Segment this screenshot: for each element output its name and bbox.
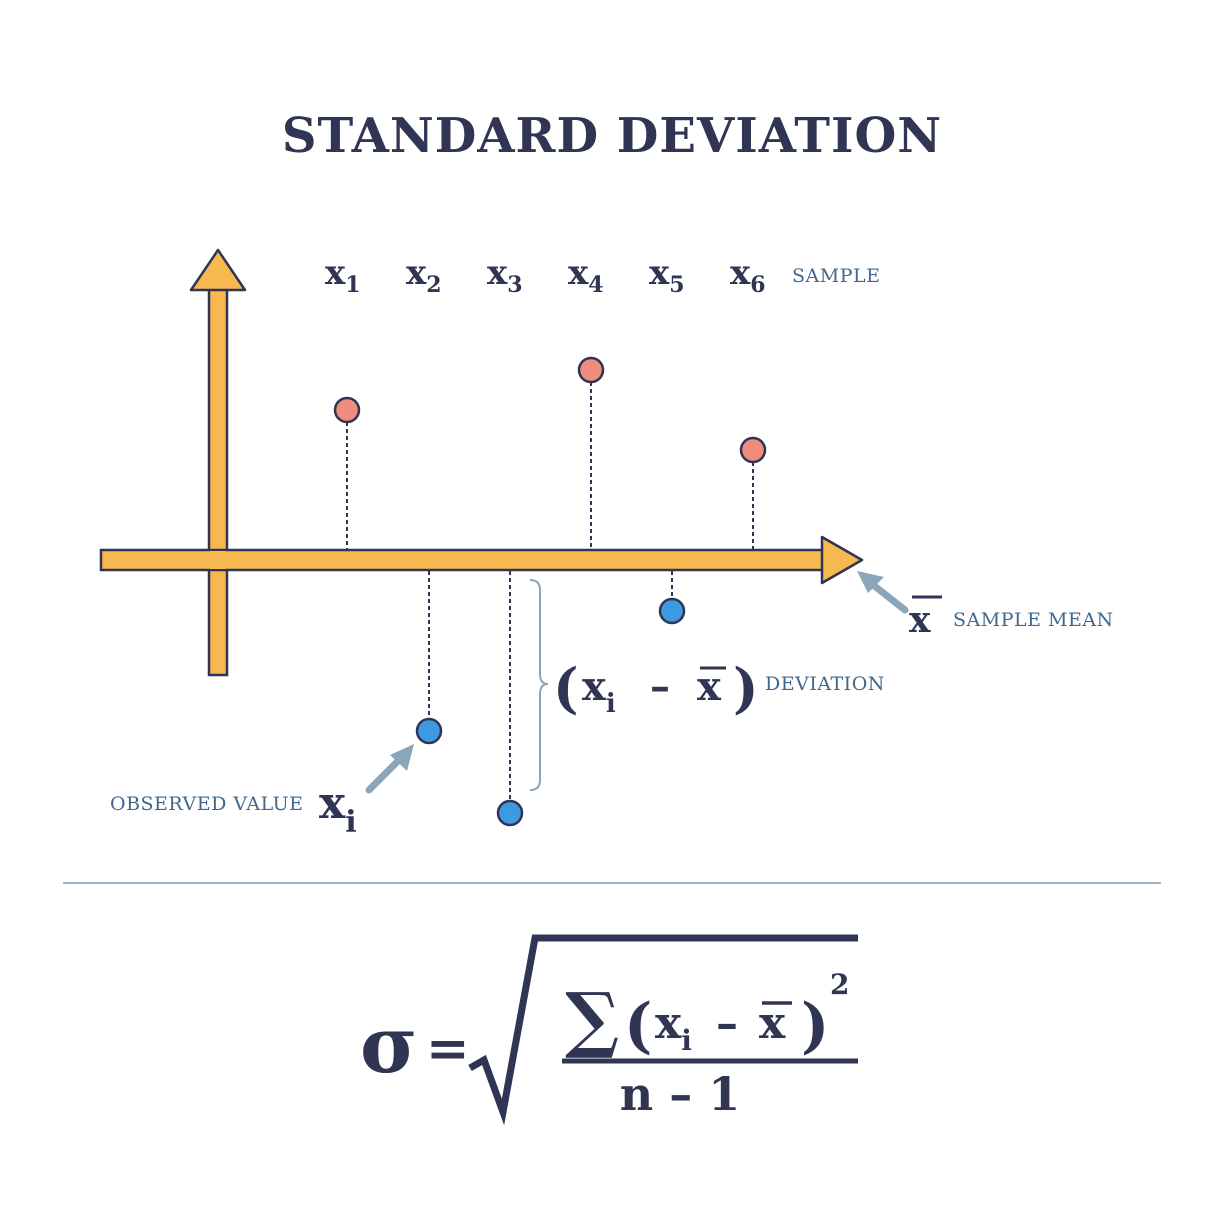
deviation-minus: – [650,663,670,710]
deviation-xi-index: i [606,689,616,719]
formula-exponent: 2 [830,968,849,1001]
observed-xi-index: i [345,805,356,840]
sample-var-6: x6 [730,253,766,298]
page-title: STANDARD DEVIATION [282,108,942,164]
observed-xi: xi [319,778,357,840]
deviation-open-paren: ( [553,656,579,720]
sample-var-3-index: 3 [507,272,522,298]
sample-var-4: x4 [568,253,604,298]
formula-xi-index: i [681,1024,692,1057]
formula-sigma: σ [360,1000,418,1091]
sample-var-1: x1 [325,253,361,298]
observed-value-annotation: OBSERVED VALUE xi [110,744,414,840]
formula-xi: xi [655,998,692,1057]
deviation-label: DEVIATION [765,673,885,695]
formula-radical [468,934,858,1126]
mean-pointer-arrow [868,580,909,614]
observed-pointer-arrowhead [390,744,414,771]
sample-var-2: x2 [406,253,442,298]
sample-mean-label: SAMPLE MEAN [953,609,1114,631]
sample-mean-annotation: x SAMPLE MEAN [857,571,1114,641]
y-axis-arrow [189,248,247,677]
mean-pointer-arrowhead [857,571,884,593]
point-x3 [496,799,524,827]
sample-var-3: x3 [487,253,523,298]
deviation-mean-symbol: x [697,663,722,710]
sample-label: SAMPLE [792,265,880,287]
sample-variables: x1 x2 x3 x4 x5 x6 SAMPLE [325,253,880,298]
formula-minus: – [716,998,738,1049]
sample-var-1-index: 1 [345,272,360,298]
deviation-close-paren: ) [733,656,759,720]
formula-equals: = [426,1018,470,1079]
sample-var-2-index: 2 [426,272,441,298]
point-x4 [577,356,605,384]
point-x6 [739,436,767,464]
formula-denominator: n – 1 [620,1067,740,1121]
point-x2 [415,717,443,745]
formula-mean-symbol: x [759,998,786,1049]
mean-symbol: x [909,599,931,641]
deviation-expression: ( xi – x ) DEVIATION [553,656,885,720]
deviation-bracket [529,579,549,791]
formula-sum: ∑ [565,976,619,1061]
standard-deviation-formula: σ = ∑ ( xi – x ) 2 n – 1 [360,934,858,1126]
sample-var-5-index: 5 [669,272,684,298]
deviation-stems [346,382,754,800]
deviation-xi: xi [582,663,616,719]
formula-close-paren: ) [801,991,829,1061]
point-x1 [333,396,361,424]
data-points [333,356,767,827]
observed-pointer-arrow [365,755,404,794]
point-x5 [658,597,686,625]
sample-var-6-index: 6 [750,272,765,298]
formula-open-paren: ( [624,991,652,1061]
sample-var-5: x5 [649,253,685,298]
sample-var-4-index: 4 [588,272,603,298]
observed-value-label: OBSERVED VALUE [110,793,304,815]
mean-axis-arrow [99,535,864,585]
